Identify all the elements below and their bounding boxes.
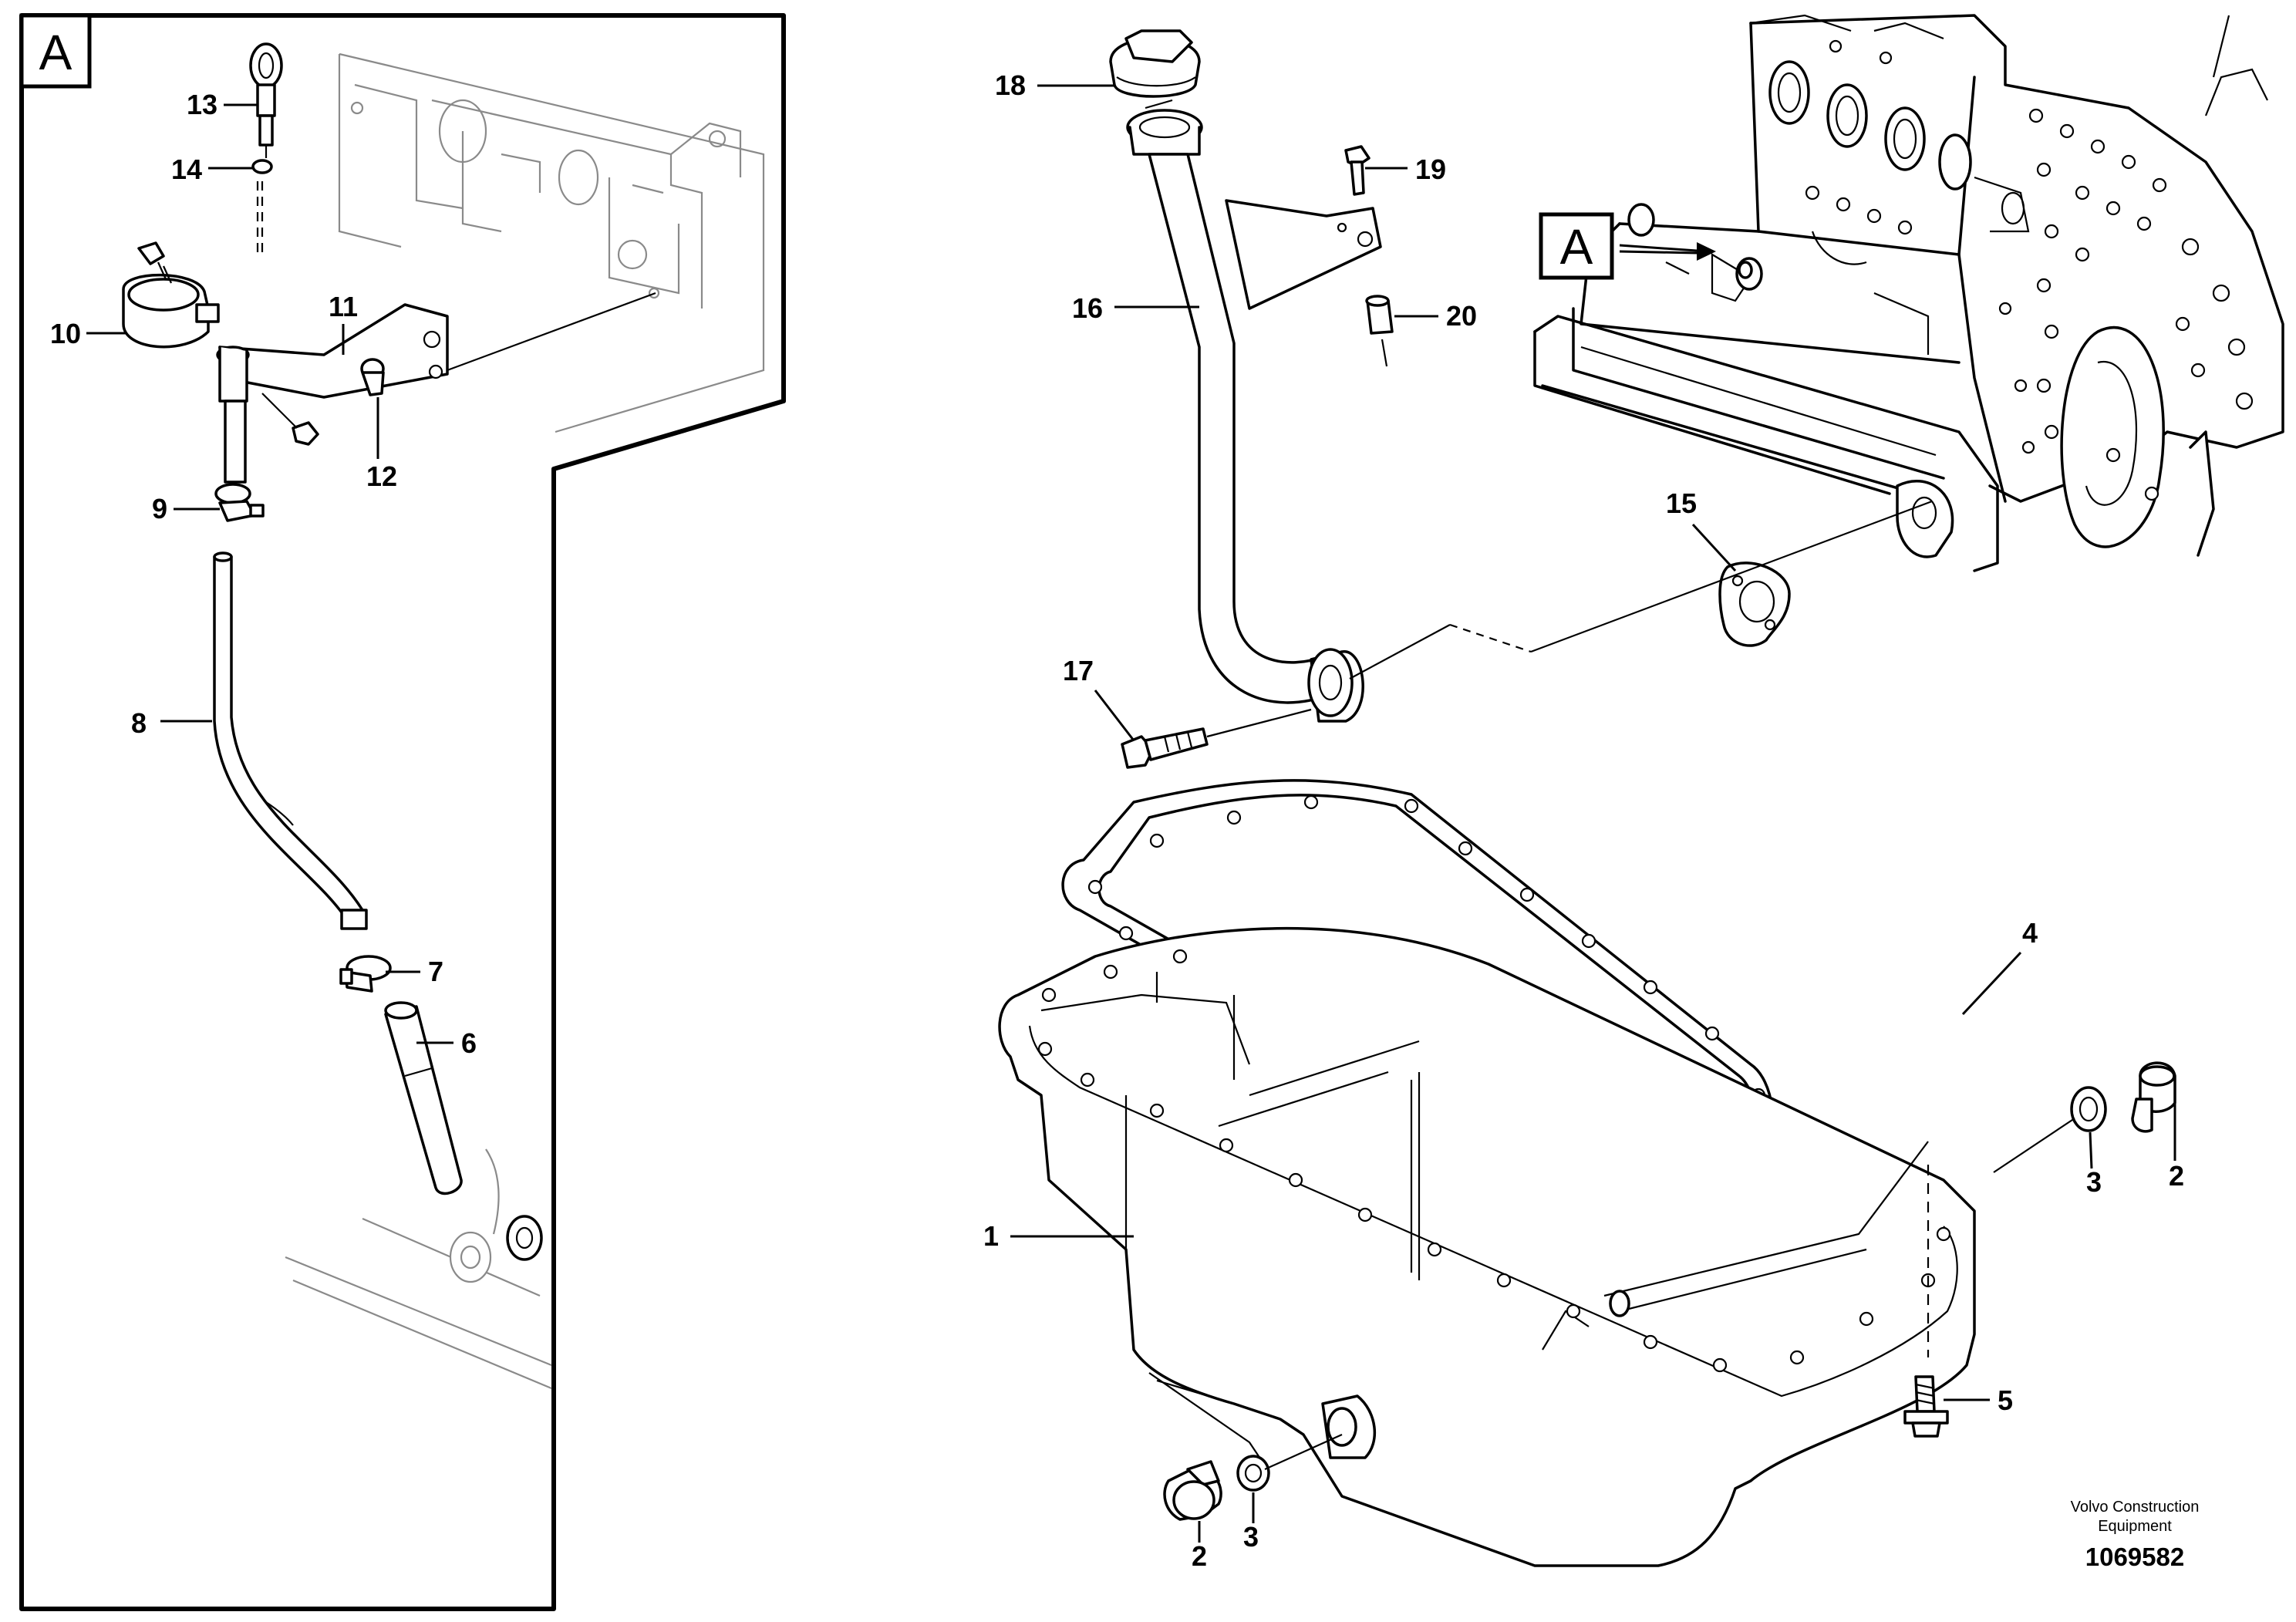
callout-9-label: 9 [152, 493, 167, 524]
callout-19: 19 [1365, 153, 1446, 185]
view-marker-a: A [1539, 212, 1716, 280]
callout-2-bottom-label: 2 [1192, 1540, 1207, 1572]
callout-18: 18 [995, 69, 1114, 101]
callout-7-label: 7 [428, 956, 443, 987]
callout-12-label: 12 [366, 460, 397, 492]
callout-6-label: 6 [461, 1027, 477, 1059]
callout-10-label: 10 [50, 318, 81, 349]
dipstick-tube-curved [213, 551, 368, 930]
callout-5-label: 5 [1998, 1384, 2013, 1416]
drain-plug-bottom [1163, 1460, 1222, 1521]
callout-8: 8 [131, 707, 212, 739]
engine-lower-fragment-detail [285, 1148, 552, 1390]
dipstick-sleeve [384, 1001, 463, 1195]
bracket-bolt [360, 358, 385, 396]
callout-16-label: 16 [1072, 292, 1103, 324]
oil-pan [998, 926, 1976, 1567]
callout-2-bottom: 2 [1192, 1521, 1207, 1572]
engine-block [1533, 14, 2284, 572]
oil-filler-pipe [1126, 99, 1382, 723]
callout-4-label: 4 [2022, 917, 2038, 949]
callout-14-label: 14 [171, 153, 202, 185]
callout-20: 20 [1394, 300, 1477, 332]
o-ring-dipstick [251, 159, 273, 255]
callout-17-label: 17 [1063, 655, 1094, 686]
detail-a-label: A [39, 25, 72, 80]
dipstick-handle [249, 42, 283, 158]
callout-8-label: 8 [131, 707, 147, 739]
callout-3-right-label: 3 [2086, 1166, 2102, 1198]
callout-20-label: 20 [1446, 300, 1477, 332]
callout-3-bottom: 3 [1243, 1492, 1259, 1553]
callout-2-right-label: 2 [2169, 1160, 2184, 1192]
dipstick-tube-upper [224, 400, 247, 484]
credit-line-2: Equipment [2098, 1518, 2172, 1535]
callout-19-label: 19 [1415, 153, 1446, 185]
callout-7: 7 [386, 956, 443, 987]
callout-6: 6 [416, 1027, 477, 1059]
sealing-washer-bottom [1236, 1433, 1343, 1492]
callout-15-label: 15 [1666, 487, 1697, 519]
callout-9: 9 [152, 493, 220, 524]
oil-pan-bolt [1903, 1165, 1949, 1438]
pipe-bracket-bolt [1344, 145, 1371, 196]
detail-a-frame: A [19, 13, 786, 1611]
view-marker-a-label: A [1560, 219, 1593, 275]
callout-1: 1 [983, 1220, 1134, 1252]
document-number: 1069582 [2085, 1543, 2184, 1571]
sealing-washer-right [1993, 1086, 2107, 1173]
callout-1-label: 1 [983, 1220, 999, 1252]
callout-11-label: 11 [329, 291, 358, 322]
callout-3-bottom-label: 3 [1243, 1521, 1259, 1553]
callout-12: 12 [366, 397, 397, 492]
dipstick-bracket [216, 292, 656, 403]
callout-13-label: 13 [187, 89, 217, 120]
callout-5: 5 [1944, 1384, 2013, 1416]
drain-plug-right [2131, 1061, 2176, 1133]
callout-11: 11 [329, 291, 358, 355]
callout-3-right: 3 [2086, 1131, 2102, 1198]
oil-filler-cap [1109, 29, 1201, 98]
credit-line-1: Volvo Construction [2071, 1499, 2200, 1516]
engine-block-fragment-detail [338, 52, 765, 433]
publisher-credit: Volvo Construction Equipment 1069582 [2071, 1499, 2200, 1571]
pipe-gasket [1349, 500, 1933, 679]
callout-13: 13 [187, 89, 258, 120]
spacer [1365, 295, 1394, 367]
callout-4: 4 [1961, 917, 2038, 1016]
clamp [122, 241, 220, 349]
callout-10: 10 [50, 318, 127, 349]
callout-14: 14 [171, 153, 255, 185]
pipe-flange-bolt [1121, 708, 1312, 769]
callout-15: 15 [1666, 487, 1737, 572]
callout-18-label: 18 [995, 69, 1026, 101]
bracket-nut [261, 393, 319, 446]
callout-16: 16 [1072, 292, 1199, 324]
tube-clip-lower [339, 955, 392, 993]
callout-17: 17 [1063, 655, 1135, 741]
callout-2-right: 2 [2169, 1103, 2184, 1192]
tube-clip-upper [214, 483, 265, 522]
